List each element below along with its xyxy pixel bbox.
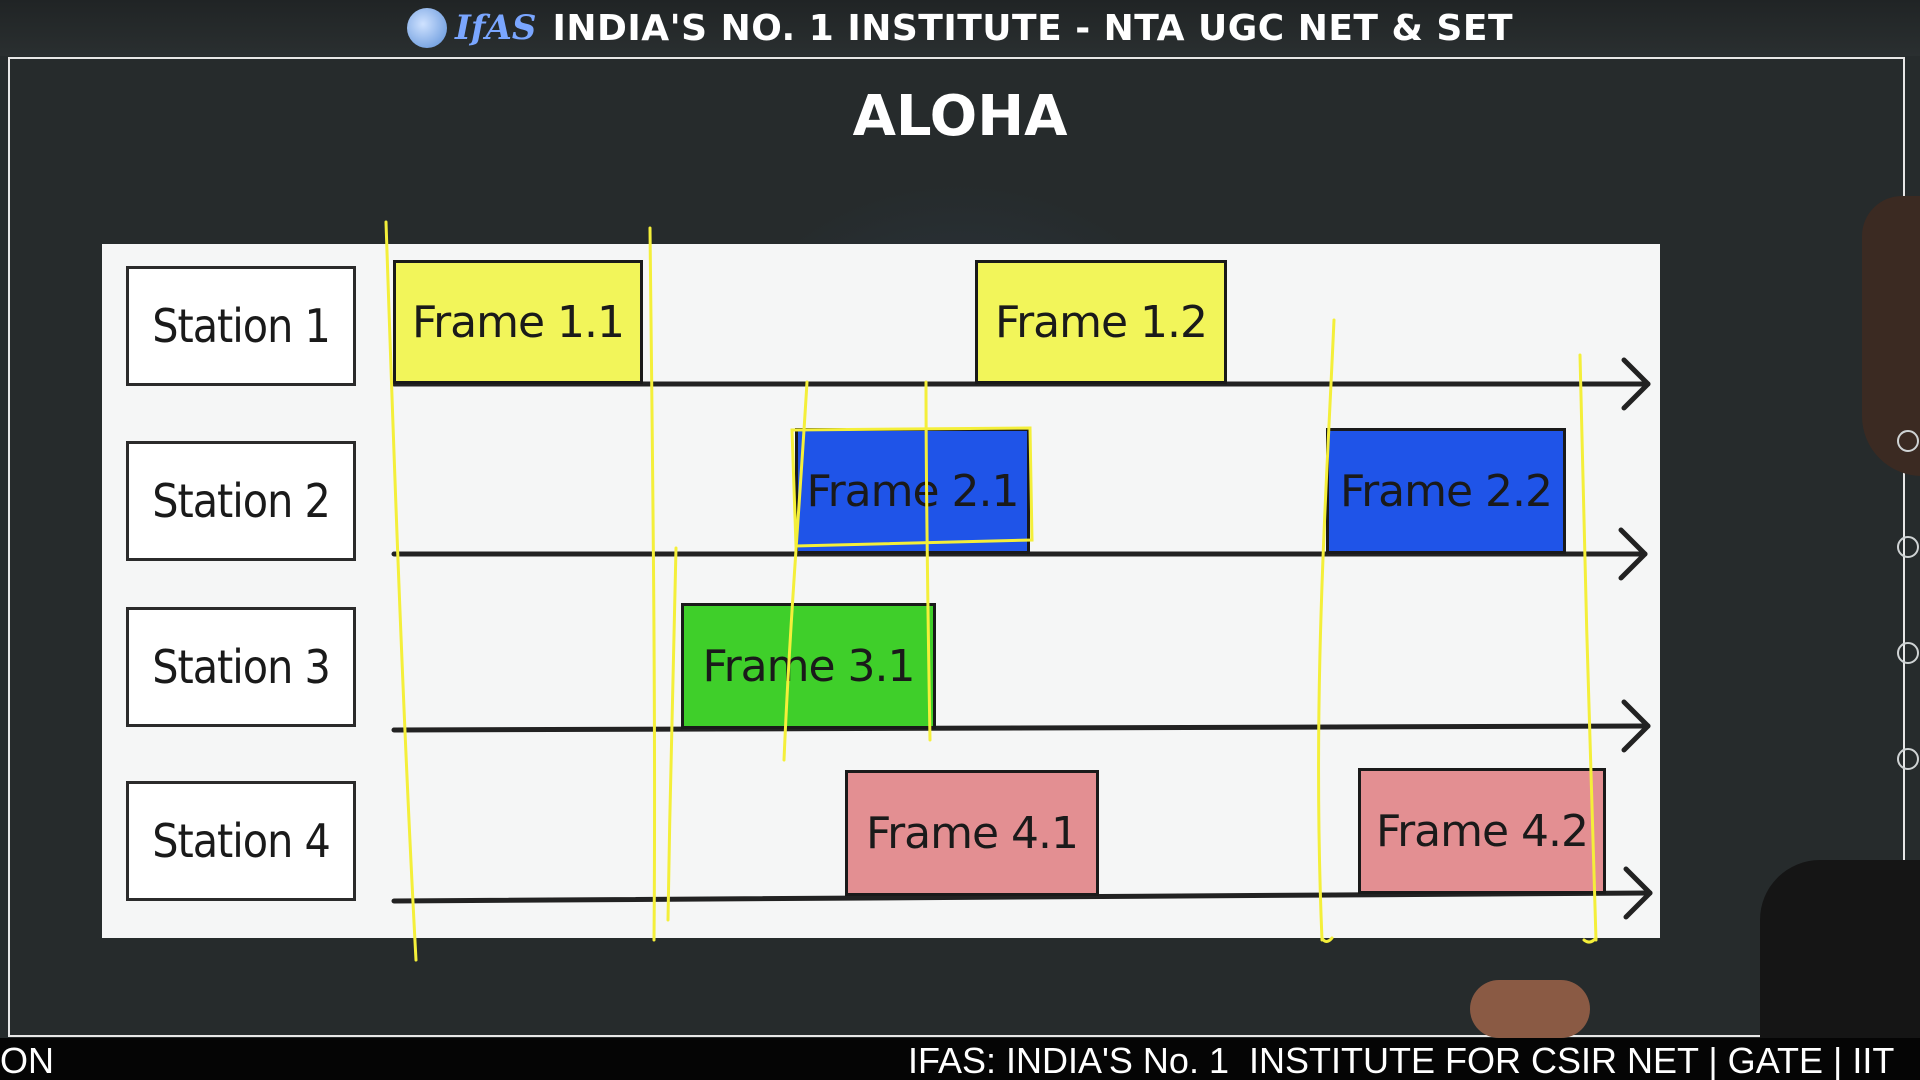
slide-title: ALOHA [852, 84, 1068, 149]
banner-title: INDIA'S NO. 1 INSTITUTE - NTA UGC NET & … [552, 7, 1514, 49]
frame-3-1: Frame 3.1 [681, 603, 936, 729]
frame-4-2: Frame 4.2 [1358, 768, 1606, 894]
presenter-head [1862, 196, 1920, 476]
annotation-line-5 [924, 380, 932, 742]
ticker-text: IFAS: INDIA'S No. 1 INSTITUTE FOR CSIR N… [908, 1040, 1895, 1080]
frame-4-1: Frame 4.1 [845, 770, 1099, 896]
frame-2-2: Frame 2.2 [1326, 428, 1566, 554]
station-3-label: Station 3 [126, 607, 356, 727]
frame-1-1: Frame 1.1 [393, 260, 643, 384]
side-toolbar [1895, 430, 1920, 770]
annotation-line-3 [666, 546, 678, 922]
arrowhead-station-4 [1623, 866, 1653, 920]
bottom-ticker: ON IFAS: INDIA'S No. 1 INSTITUTE FOR CSI… [0, 1038, 1920, 1080]
annotation-line-4 [782, 380, 809, 762]
logo-text: IfAS [454, 8, 537, 48]
more-icon[interactable] [1896, 642, 1919, 664]
top-banner: IfAS INDIA'S NO. 1 INSTITUTE - NTA UGC N… [0, 0, 1920, 56]
ifas-logo: IfAS [406, 8, 537, 48]
annotation-line-1 [384, 220, 418, 962]
ticker-left-fragment: ON [0, 1040, 54, 1080]
presenter-body [1760, 860, 1920, 1040]
station-4-label: Station 4 [126, 781, 356, 901]
arrowhead-station-3 [1621, 699, 1651, 753]
annotation-hook-1 [1320, 936, 1334, 943]
pen-icon[interactable] [1896, 430, 1919, 452]
annotation-line-6 [1317, 318, 1336, 942]
annotation-line-2 [648, 226, 657, 942]
frame-2-1: Frame 2.1 [795, 428, 1030, 554]
station-1-label: Station 1 [126, 266, 356, 386]
settings-icon[interactable] [1896, 748, 1919, 770]
arrowhead-station-2 [1618, 527, 1648, 581]
annotation-box-frame-2-1 [790, 426, 1034, 548]
frame-1-2: Frame 1.2 [975, 260, 1227, 384]
arrowhead-station-1 [1621, 357, 1651, 411]
ifas-logo-icon [406, 8, 447, 48]
timeline-station-3 [391, 723, 1651, 733]
presenter-hand [1470, 980, 1590, 1038]
timeline-station-4 [391, 890, 1653, 904]
annotation-line-7 [1578, 353, 1598, 942]
eraser-icon[interactable] [1896, 536, 1919, 558]
annotation-hook-2 [1582, 936, 1598, 944]
station-2-label: Station 2 [126, 441, 356, 561]
